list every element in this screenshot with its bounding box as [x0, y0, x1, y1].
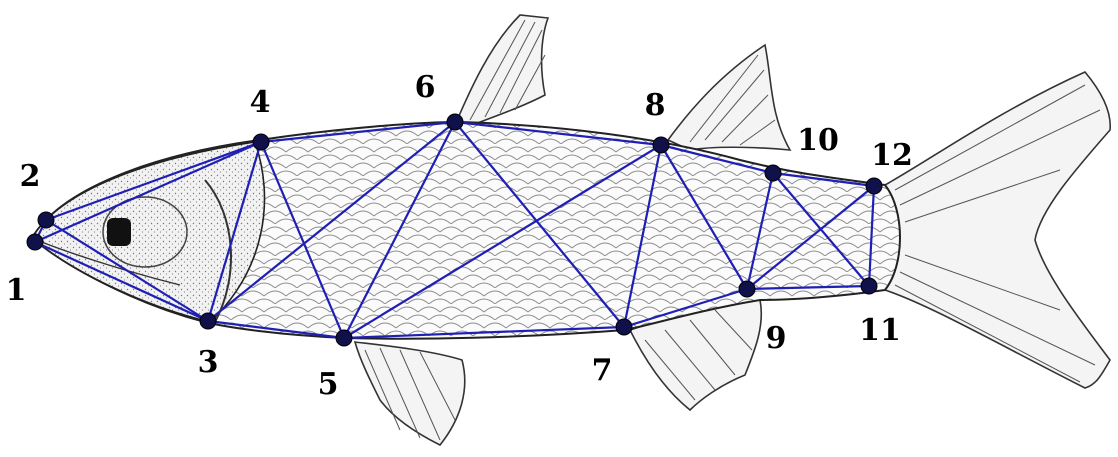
pelvic-fin	[355, 342, 465, 445]
landmark-point-6	[447, 114, 463, 130]
landmark-label-1: 1	[6, 273, 27, 308]
landmark-label-4: 4	[250, 85, 271, 120]
landmark-label-8: 8	[645, 88, 666, 123]
landmark-point-12	[866, 178, 882, 194]
landmark-point-2	[38, 212, 54, 228]
landmark-point-7	[616, 319, 632, 335]
landmark-label-12: 12	[871, 138, 913, 173]
landmark-label-10: 10	[797, 123, 839, 158]
landmark-point-9	[739, 281, 755, 297]
landmark-label-7: 7	[592, 353, 613, 388]
caudal-fin	[885, 72, 1110, 388]
landmark-point-8	[653, 137, 669, 153]
landmark-point-1	[27, 234, 43, 250]
landmark-label-3: 3	[198, 345, 219, 380]
landmark-point-4	[253, 134, 269, 150]
landmark-point-10	[765, 165, 781, 181]
landmark-label-11: 11	[859, 313, 901, 348]
landmark-label-2: 2	[20, 159, 41, 194]
landmark-label-9: 9	[766, 321, 787, 356]
landmark-point-11	[861, 278, 877, 294]
landmark-label-6: 6	[415, 70, 436, 105]
landmark-point-3	[200, 313, 216, 329]
eye	[107, 218, 131, 246]
landmark-point-5	[336, 330, 352, 346]
landmark-label-5: 5	[318, 367, 339, 402]
